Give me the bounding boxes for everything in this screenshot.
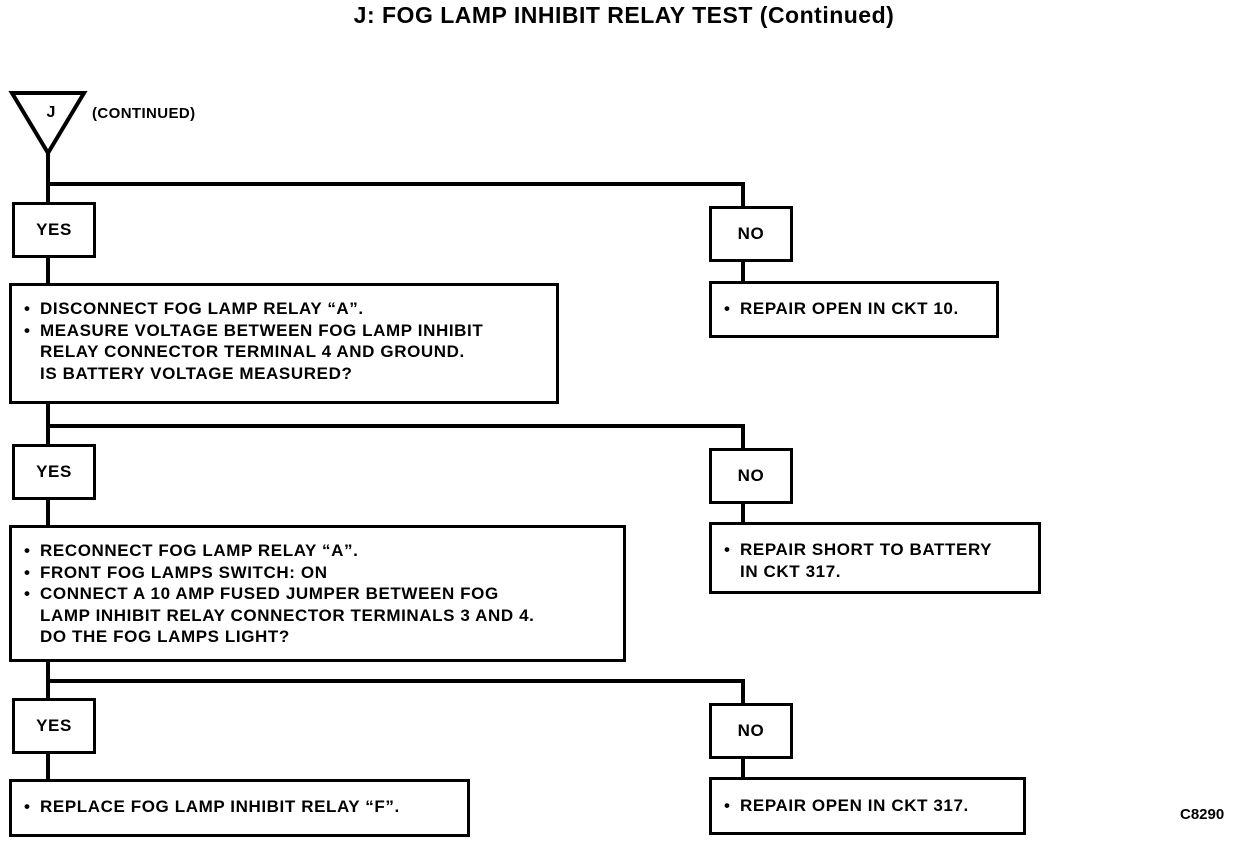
step-box-2: RECONNECT FOG LAMP RELAY “A”. FRONT FOG … [9, 525, 626, 662]
step-bullet: REPLACE FOG LAMP INHIBIT RELAY “F”. [22, 796, 459, 818]
result-box-2: REPAIR SHORT TO BATTERY IN CKT 317. [709, 522, 1041, 594]
result-text: REPAIR OPEN IN CKT 317. [722, 795, 1015, 817]
step-box-1: DISCONNECT FOG LAMP RELAY “A”. MEASURE V… [9, 283, 559, 404]
continued-note: (CONTINUED) [92, 105, 196, 122]
entry-label: J [46, 104, 56, 121]
result-text: REPAIR OPEN IN CKT 10. [722, 298, 988, 320]
step-question: DO THE FOG LAMPS LIGHT? [40, 627, 290, 646]
step-box-3: REPLACE FOG LAMP INHIBIT RELAY “F”. [9, 779, 470, 837]
yes-label-3: YES [12, 698, 96, 754]
step-bullet: FRONT FOG LAMPS SWITCH: ON [22, 562, 615, 584]
yes-label-1: YES [12, 202, 96, 258]
step-bullet: RECONNECT FOG LAMP RELAY “A”. [22, 540, 615, 562]
no-label-2: NO [709, 448, 793, 504]
result-text: IN CKT 317. [740, 561, 842, 581]
step-bullet: DISCONNECT FOG LAMP RELAY “A”. [22, 298, 548, 320]
step-line: RELAY CONNECTOR TERMINAL 4 AND GROUND. [40, 342, 465, 361]
result-box-3: REPAIR OPEN IN CKT 317. [709, 777, 1026, 835]
step-question: IS BATTERY VOLTAGE MEASURED? [40, 363, 353, 383]
page-title: J: FOG LAMP INHIBIT RELAY TEST (Continue… [353, 2, 895, 28]
yes-label-2: YES [12, 444, 96, 500]
result-text: REPAIR SHORT TO BATTERY [722, 539, 1030, 561]
no-label-3: NO [709, 703, 793, 759]
no-label-1: NO [709, 206, 793, 262]
step-bullet: MEASURE VOLTAGE BETWEEN FOG LAMP INHIBIT [22, 320, 548, 342]
step-line: LAMP INHIBIT RELAY CONNECTOR TERMINALS 3… [40, 605, 535, 625]
step-bullet: CONNECT A 10 AMP FUSED JUMPER BETWEEN FO… [22, 583, 615, 605]
entry-triangle [8, 91, 88, 157]
result-box-1: REPAIR OPEN IN CKT 10. [709, 281, 999, 338]
figure-code: C8290 [1180, 806, 1225, 823]
